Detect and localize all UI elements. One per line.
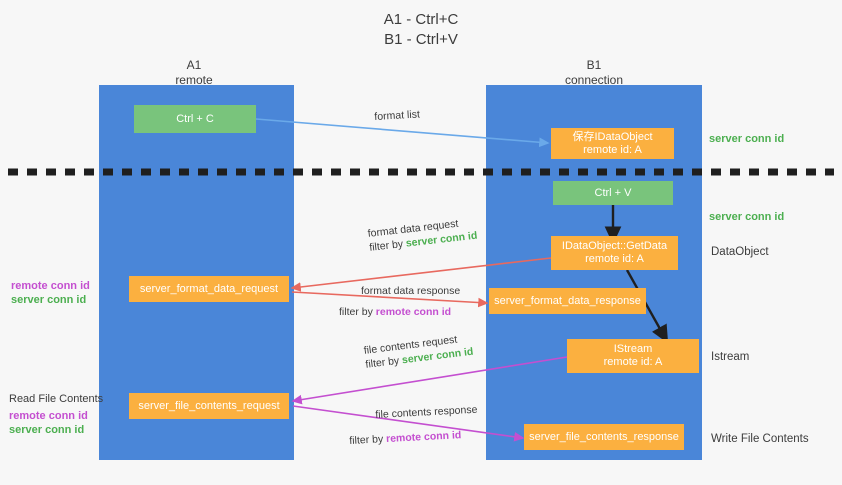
- annotation-conn-ids-upper: remote conn id server conn id: [11, 279, 101, 307]
- node-save-idataobject-line1: 保存IDataObject: [572, 130, 653, 143]
- node-istream-line2: remote id: A: [603, 356, 663, 368]
- lane-a1-name: A1: [186, 58, 202, 72]
- filter-prefix: filter by: [339, 306, 376, 318]
- lane-header-a1: A1 remote: [124, 58, 264, 88]
- node-istream-line1: IStream: [613, 343, 653, 355]
- node-server-file-contents-request-label: server_file_contents_request: [138, 399, 280, 412]
- annotation-write-file-contents: Write File Contents: [711, 433, 809, 445]
- annotation-remote-conn-id-upper: remote conn id: [11, 280, 90, 292]
- page-title: A1 - Ctrl+C B1 - Ctrl+V: [0, 10, 842, 50]
- node-getdata-line1: IDataObject::GetData: [561, 240, 668, 252]
- edge-label-format-data-response-filter: filter by remote conn id: [339, 305, 451, 319]
- edge-label-file-contents-request: file contents request filter by server c…: [363, 331, 474, 372]
- annotation-server-conn-id-upper: server conn id: [11, 294, 87, 306]
- title-line-1: A1 - Ctrl+C: [383, 11, 459, 28]
- node-server-file-contents-response-label: server_file_contents_response: [529, 430, 679, 443]
- node-ctrl-v[interactable]: Ctrl + V: [553, 181, 673, 205]
- lane-header-b1: B1 connection: [524, 58, 664, 88]
- node-server-format-data-request-label: server_format_data_request: [139, 282, 279, 295]
- lane-a1-role: remote: [175, 73, 213, 87]
- node-server-file-contents-request[interactable]: server_file_contents_request: [129, 393, 289, 419]
- node-save-idataobject[interactable]: 保存IDataObject remote id: A: [551, 128, 674, 159]
- lane-b1-name: B1: [586, 58, 602, 72]
- node-ctrl-v-label: Ctrl + V: [594, 186, 632, 199]
- node-ctrl-c[interactable]: Ctrl + C: [134, 105, 256, 133]
- edge-label-format-data-request: format data request filter by server con…: [367, 215, 478, 255]
- node-save-idataobject-line2: remote id: A: [583, 143, 642, 156]
- node-ctrl-c-label: Ctrl + C: [176, 112, 214, 125]
- annotation-remote-conn-id-lower: remote conn id: [9, 410, 88, 422]
- annotation-read-file-contents-group: Read File Contents remote conn id server…: [9, 392, 104, 437]
- edge-label-file-contents-response: file contents response: [375, 403, 478, 422]
- annotation-istream: Istream: [711, 351, 750, 363]
- edge-label-format-list: format list: [374, 107, 420, 124]
- node-server-file-contents-response[interactable]: server_file_contents_response: [524, 424, 684, 450]
- edge-label-file-contents-response-text: file contents response: [375, 403, 478, 421]
- node-server-format-data-request[interactable]: server_format_data_request: [129, 276, 289, 302]
- edge-label-file-contents-response-filter: filter by remote conn id: [349, 428, 462, 448]
- edge-label-format-list-text: format list: [374, 108, 421, 123]
- filter-value-remote-conn-id: remote conn id: [375, 306, 452, 318]
- node-getdata-line2: remote id: A: [585, 253, 644, 265]
- lane-b1-role: connection: [564, 73, 624, 87]
- filter-prefix: filter by: [368, 237, 407, 254]
- node-server-format-data-response[interactable]: server_format_data_response: [489, 288, 646, 314]
- annotation-server-conn-id-mid: server conn id: [709, 211, 785, 223]
- filter-value-remote-conn-id: remote conn id: [385, 429, 462, 446]
- filter-prefix: filter by: [349, 433, 387, 447]
- title-line-2: B1 - Ctrl+V: [384, 31, 458, 48]
- annotation-dataobject: DataObject: [711, 246, 769, 258]
- edge-label-format-data-response: format data response: [361, 284, 460, 298]
- node-istream[interactable]: IStream remote id: A: [567, 339, 699, 373]
- filter-prefix: filter by: [364, 354, 403, 371]
- node-idataobject-getdata[interactable]: IDataObject::GetData remote id: A: [551, 236, 678, 270]
- node-server-format-data-response-label: server_format_data_response: [494, 294, 641, 307]
- edge-label-format-data-response-text: format data response: [361, 285, 461, 297]
- annotation-server-conn-id-lower: server conn id: [9, 424, 85, 436]
- annotation-server-conn-id-top: server conn id: [709, 133, 785, 145]
- annotation-read-file-contents-heading: Read File Contents: [9, 393, 104, 405]
